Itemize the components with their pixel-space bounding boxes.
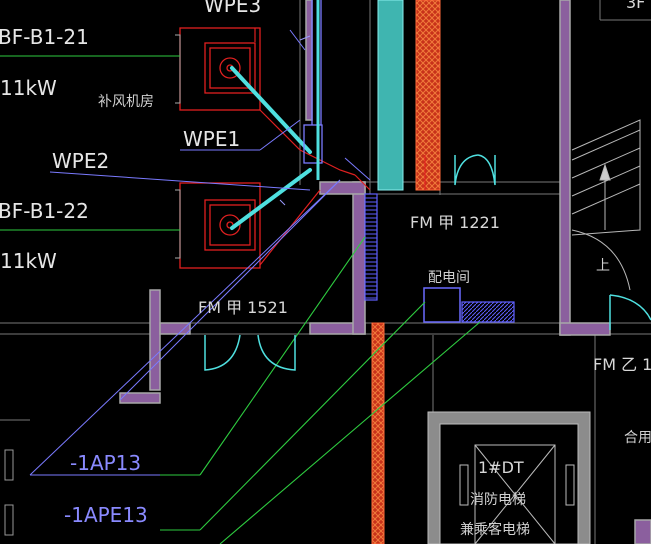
label-supply-air-room: 补风机房 (98, 94, 154, 110)
left-objects (4, 449, 14, 536)
cabinet-horizontal (461, 301, 515, 323)
label-elevator-id: 1#DT (478, 458, 524, 477)
label-fan-21: BF-B1-21 (0, 25, 89, 49)
label-fire-elevator: 消防电梯 (470, 492, 526, 508)
label-circuit-2: -1APE13 (64, 503, 148, 527)
fan-unit-22 (175, 182, 261, 269)
label-wpe1: WPE1 (183, 127, 240, 151)
label-power-1: 11kW (0, 76, 57, 100)
label-wpe2: WPE2 (52, 149, 109, 173)
orange-shaft-top (415, 0, 441, 191)
blue-leaders (29, 29, 371, 476)
cabinet-vertical (364, 193, 378, 301)
label-fm-b: FM 乙 1 (593, 355, 651, 374)
walls (119, 0, 651, 544)
fan-unit-21 (175, 27, 261, 111)
label-combined: 合用 (624, 430, 651, 446)
doors (204, 154, 651, 371)
label-fm-1521: FM 甲 1521 (198, 298, 288, 317)
label-circuit-1: -1AP13 (70, 451, 141, 475)
cyan-diagonals (230, 66, 312, 230)
label-top-right: 3F (626, 0, 645, 12)
label-fan-22: BF-B1-22 (0, 199, 89, 223)
cyan-duct (377, 0, 404, 191)
distribution-box (423, 287, 461, 323)
stair (571, 119, 641, 291)
green-leaders (0, 55, 481, 544)
markers (279, 35, 311, 206)
blue-riser (303, 0, 323, 164)
label-up: 上 (596, 258, 610, 274)
orange-shaft-bottom (371, 322, 385, 544)
label-distribution-room: 配电间 (428, 270, 470, 286)
elevator-shaft (427, 411, 591, 544)
label-wpe3: WPE3 (204, 0, 261, 17)
label-fm-1221: FM 甲 1221 (410, 213, 500, 232)
label-power-2: 11kW (0, 249, 57, 273)
label-passenger-elevator: 兼乘客电梯 (460, 521, 530, 538)
